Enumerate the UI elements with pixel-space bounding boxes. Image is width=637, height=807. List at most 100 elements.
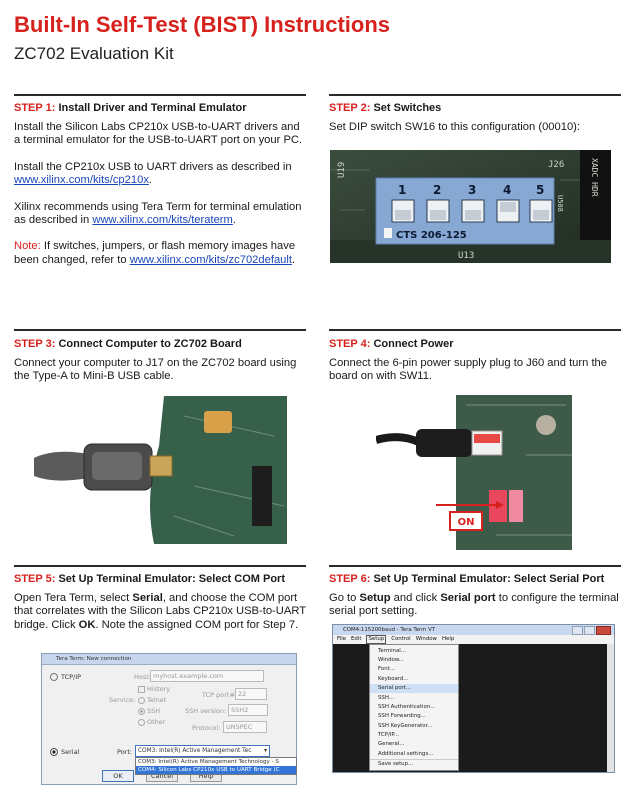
dialog-title: Tera Term: New connection bbox=[42, 654, 296, 665]
ssh-radio[interactable]: SSH bbox=[138, 707, 160, 715]
step1-note: Note: If switches, jumpers, or flash mem… bbox=[14, 240, 306, 267]
page-subtitle: ZC702 Evaluation Kit bbox=[14, 44, 174, 63]
usb-connection-photo bbox=[34, 396, 287, 544]
step6-number: STEP 6: bbox=[329, 573, 371, 585]
note-label: Note: bbox=[14, 240, 41, 253]
setup-item-additional-settings[interactable]: Additional settings... bbox=[378, 750, 434, 757]
step1-rule bbox=[14, 94, 306, 96]
telnet-label: Telnet bbox=[147, 696, 167, 704]
setup-item-keyboard[interactable]: Keyboard... bbox=[378, 675, 409, 682]
step1-p3-text: Xilinx recommends using Tera Term for te… bbox=[14, 200, 302, 227]
menu-bar: File Edit Setup Control Window Help bbox=[333, 635, 614, 644]
switch-number-1: 1 bbox=[398, 183, 406, 197]
teraterm-link[interactable]: www.xilinx.com/kits/teraterm bbox=[92, 214, 233, 227]
setup-item-window[interactable]: Window... bbox=[378, 657, 404, 664]
history-checkbox[interactable]: History bbox=[138, 685, 170, 693]
switch-number-3: 3 bbox=[468, 183, 476, 197]
step1-body: Install the Silicon Labs CP210x USB-to-U… bbox=[14, 121, 306, 267]
setup-item-font[interactable]: Font... bbox=[378, 666, 395, 673]
step2-body: Set DIP switch SW16 to this configuratio… bbox=[329, 121, 581, 133]
chevron-down-icon: ▾ bbox=[264, 748, 267, 754]
step4-title: Connect Power bbox=[373, 338, 454, 350]
step3-title: Connect Computer to ZC702 Board bbox=[58, 338, 242, 350]
board-label-j26: J26 bbox=[548, 160, 564, 170]
maximize-icon[interactable] bbox=[584, 626, 595, 635]
step6-text-e: to configure the terminal serial port se… bbox=[329, 592, 619, 618]
tcp-port-input[interactable]: 22 bbox=[235, 688, 267, 700]
switch-number-2: 2 bbox=[433, 183, 441, 197]
tcpip-label: TCP/IP bbox=[61, 673, 82, 681]
step5-ok-bold: OK bbox=[78, 618, 96, 631]
port-option-com4[interactable]: COM4: Silicon Labs CP210x USB to UART Br… bbox=[136, 766, 296, 774]
usb-cable-illustration bbox=[34, 396, 287, 544]
menu-file[interactable]: File bbox=[337, 636, 347, 642]
step3-body: Connect your computer to J17 on the ZC70… bbox=[14, 357, 297, 383]
on-label: ON bbox=[458, 517, 475, 528]
step4-heading: STEP 4: Connect Power bbox=[329, 338, 454, 350]
window-title: COM4:115200baud - Tera Term VT bbox=[343, 627, 436, 633]
setup-item-general[interactable]: General... bbox=[378, 741, 405, 748]
step5-number: STEP 5: bbox=[14, 573, 56, 585]
close-icon[interactable] bbox=[596, 626, 611, 635]
switch-maker-label: CTS 206-125 bbox=[396, 230, 467, 241]
setup-item-tcpip[interactable]: TCP/IP... bbox=[378, 732, 399, 739]
port-dropdown-list: COM3: Intel(R) Active Management Technol… bbox=[135, 757, 297, 775]
step2-number: STEP 2: bbox=[329, 102, 371, 114]
ssh-version-select[interactable]: SSH2 bbox=[228, 704, 268, 716]
step4-number: STEP 4: bbox=[329, 338, 371, 350]
setup-item-terminal[interactable]: Terminal... bbox=[378, 647, 406, 654]
step6-rule bbox=[329, 565, 621, 567]
setup-item-serial-port[interactable]: Serial port... bbox=[370, 683, 458, 693]
menu-edit[interactable]: Edit bbox=[351, 636, 362, 642]
terminal-scrollbar[interactable] bbox=[607, 644, 614, 772]
other-radio[interactable]: Other bbox=[138, 718, 165, 726]
port-select[interactable]: COM3: Intel(R) Active Management Tec▾ bbox=[135, 745, 270, 757]
menu-window[interactable]: Window bbox=[415, 636, 437, 642]
step1-heading: STEP 1: Install Driver and Terminal Emul… bbox=[14, 102, 247, 114]
setup-item-ssh-keygenerator[interactable]: SSH KeyGenerator... bbox=[378, 722, 433, 729]
setup-item-ssh-forwarding[interactable]: SSH Forwarding... bbox=[378, 713, 426, 720]
menu-help[interactable]: Help bbox=[441, 636, 455, 642]
power-plug-illustration: ON bbox=[376, 395, 572, 550]
telnet-radio[interactable]: Telnet bbox=[138, 696, 166, 704]
step1-paragraph-1: Install the Silicon Labs CP210x USB-to-U… bbox=[14, 121, 303, 147]
serial-radio[interactable]: Serial bbox=[50, 748, 79, 756]
port-option-com3[interactable]: COM3: Intel(R) Active Management Technol… bbox=[138, 759, 279, 765]
tcpip-radio[interactable]: TCP/IP bbox=[50, 673, 81, 681]
step5-serial-bold: Serial bbox=[132, 592, 163, 604]
menu-setup[interactable]: Setup bbox=[366, 635, 387, 644]
step2-title: Set Switches bbox=[373, 102, 442, 114]
cp210x-link[interactable]: www.xilinx.com/kits/cp210x bbox=[14, 174, 149, 187]
board-label-u13: U13 bbox=[458, 251, 474, 261]
ok-button[interactable]: OK bbox=[102, 770, 134, 782]
step1-paragraph-2: Install the CP210x USB to UART drivers a… bbox=[14, 161, 306, 188]
step5-text-c: , and choose the COM port that correlate… bbox=[14, 592, 306, 631]
window-titlebar: COM4:115200baud - Tera Term VT bbox=[333, 625, 614, 635]
setup-item-save-setup[interactable]: Save setup... bbox=[370, 758, 458, 769]
minimize-icon[interactable] bbox=[572, 626, 583, 635]
board-label-u508: U508 bbox=[556, 195, 564, 212]
host-input[interactable]: myhost.example.com bbox=[150, 670, 264, 682]
tera-term-vt-window: COM4:115200baud - Tera Term VT File Edit… bbox=[332, 624, 615, 773]
step3-rule bbox=[14, 329, 306, 331]
tera-term-new-connection-dialog: Tera Term: New connection TCP/IP Host: m… bbox=[41, 653, 297, 785]
page-title: Built-In Self-Test (BIST) Instructions bbox=[14, 12, 391, 37]
menu-control[interactable]: Control bbox=[391, 636, 411, 642]
setup-item-ssh[interactable]: SSH... bbox=[378, 694, 394, 701]
step6-body: Go to Setup and click Serial port to con… bbox=[329, 592, 621, 619]
ssh-version-label: SSH version: bbox=[185, 707, 227, 715]
protocol-label: Protocol: bbox=[192, 724, 221, 732]
dip-switch-illustration: U19 J26 XADC HDR U13 U508 1 2 3 4 5 CTS bbox=[330, 150, 611, 263]
step6-setup-bold: Setup bbox=[359, 592, 391, 604]
step3-number: STEP 3: bbox=[14, 338, 56, 350]
step1-paragraph-3: Xilinx recommends using Tera Term for te… bbox=[14, 201, 306, 228]
step4-body: Connect the 6-pin power supply plug to J… bbox=[329, 357, 608, 383]
window-controls bbox=[572, 626, 611, 635]
host-label: Host: bbox=[134, 673, 151, 681]
step6-title: Set Up Terminal Emulator: Select Serial … bbox=[373, 573, 605, 585]
zc702default-link[interactable]: www.xilinx.com/kits/zc702default bbox=[129, 253, 292, 266]
setup-item-ssh-authentication[interactable]: SSH Authentication... bbox=[378, 703, 436, 710]
step4-rule bbox=[329, 329, 621, 331]
step5-rule bbox=[14, 565, 306, 567]
protocol-select[interactable]: UNSPEC bbox=[223, 721, 267, 733]
